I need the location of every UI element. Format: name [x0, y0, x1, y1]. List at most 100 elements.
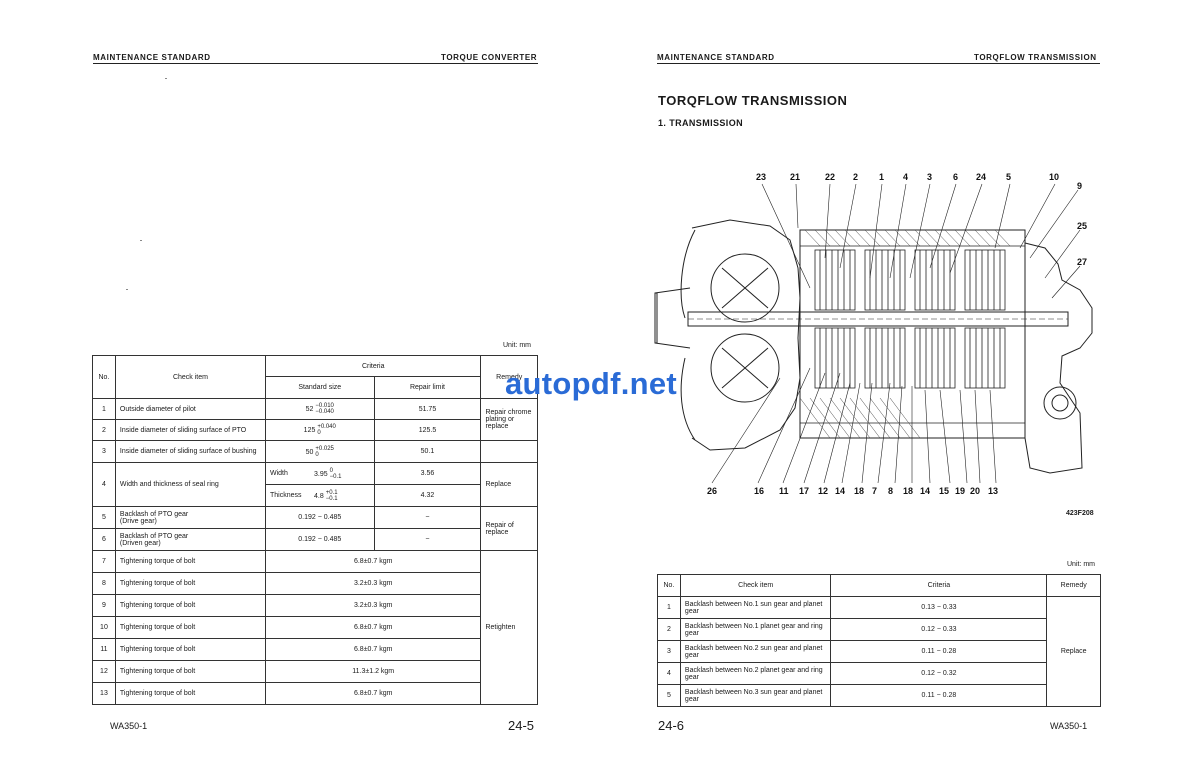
row-item: Backlash between No.1 planet gear and ri… — [679, 618, 832, 641]
callout-bottom: 26 — [707, 486, 717, 496]
row-no: 4 — [657, 662, 681, 685]
table-row: 7 Tightening torque of bolt 6.8±0.7 kgm … — [92, 550, 538, 705]
row-repair-limit: 50.1 — [373, 440, 482, 463]
section-title: 1. TRANSMISSION — [658, 118, 744, 128]
tolerance: 0−0.1 — [330, 468, 342, 480]
row-repair-limit: 51.75 — [373, 398, 482, 420]
table-row: 1 Outside diameter of pilot 52 −0.010−0.… — [92, 398, 538, 441]
row-no: 3 — [92, 440, 116, 463]
right-footer-page-number: 24-6 — [658, 718, 685, 733]
callout-bottom: 17 — [799, 486, 809, 496]
row-value: 3.2±0.3 kgm — [264, 594, 482, 617]
remedy-rows-7-13: Retighten — [480, 550, 538, 705]
callout-right: 25 — [1077, 221, 1087, 231]
callout-bottom: 12 — [818, 486, 828, 496]
callout-bottom: 19 — [955, 486, 965, 496]
row-value: 6.8±0.7 kgm — [264, 682, 482, 705]
row-item: Outside diameter of pilot — [114, 398, 267, 420]
tol-upper: +0.040 — [317, 424, 336, 430]
row-criteria: 0.12 − 0.32 — [830, 662, 1048, 685]
left-header-chapter: TORQUE CONVERTER — [441, 53, 538, 62]
callout-top: 1 — [879, 172, 884, 182]
tolerance: −0.010−0.040 — [315, 403, 334, 415]
row-repair-limit: 3.56 — [373, 462, 482, 485]
tol-lower: 0 — [317, 430, 321, 436]
row-no: 3 — [657, 640, 681, 663]
tolerance: +0.1−0.1 — [326, 490, 338, 502]
callout-bottom: 14 — [920, 486, 930, 496]
table-row: 1 Backlash between No.1 sun gear and pla… — [657, 596, 1101, 707]
callout-bottom: 18 — [903, 486, 913, 496]
row-item: Backlash of PTO gear(Driven gear) — [114, 528, 267, 551]
col-no: No. — [657, 574, 681, 597]
remedy-all-rows: Replace — [1046, 596, 1101, 707]
callout-bottom: 14 — [835, 486, 845, 496]
row-criteria: 0.13 − 0.33 — [830, 596, 1048, 619]
row-value: 6.8±0.7 kgm — [264, 638, 482, 661]
transmission-cross-section-drawing: 23 21 22 2 1 4 3 6 24 5 10 9 25 27 26 16… — [654, 172, 1093, 496]
row-no: 11 — [92, 638, 116, 661]
callout-top: 2 — [853, 172, 858, 182]
col-check-item: Check item — [114, 355, 267, 399]
item-main: Backlash of PTO gear — [119, 532, 189, 540]
col-no: No. — [92, 355, 116, 399]
row-standard-size: 52 −0.010−0.040 — [265, 398, 375, 420]
col-standard-size: Standard size — [265, 376, 375, 399]
row-item: Width and thickness of seal ring — [114, 462, 267, 507]
row-item: Backlash between No.3 sun gear and plane… — [679, 684, 832, 707]
row-item: Tightening torque of bolt — [114, 572, 267, 595]
callout-bottom: 18 — [854, 486, 864, 496]
row-item: Backlash between No.2 sun gear and plane… — [679, 640, 832, 663]
scan-speck — [165, 78, 167, 79]
table-row: 11 Tightening torque of bolt 6.8±0.7 kgm — [92, 638, 538, 661]
row-item: Tightening torque of bolt — [114, 550, 267, 573]
callout-bottom: 15 — [939, 486, 949, 496]
table-row: 8 Tightening torque of bolt 3.2±0.3 kgm — [92, 572, 538, 595]
row-repair-limit: 125.5 — [373, 419, 482, 441]
row-repair-limit: − — [373, 528, 482, 551]
watermark-link[interactable]: autopdf.net — [505, 366, 678, 401]
figure-reference: 423F208 — [1066, 510, 1094, 517]
std-base: 3.95 — [314, 470, 328, 478]
table-row: 3 Inside diameter of sliding surface of … — [92, 440, 538, 463]
col-remedy: Remedy — [480, 355, 538, 399]
table-row: 3 Backlash between No.2 sun gear and pla… — [657, 640, 1101, 663]
row-value: 11.3±1.2 kgm — [264, 660, 482, 683]
sub-label-thickness: Thickness — [270, 492, 302, 500]
row-no: 7 — [92, 550, 116, 573]
row-item: Backlash between No.2 planet gear and ri… — [679, 662, 832, 685]
table-row: 13 Tightening torque of bolt 6.8±0.7 kgm — [92, 682, 538, 705]
table-row: 4 Backlash between No.2 planet gear and … — [657, 662, 1101, 685]
row-no: 12 — [92, 660, 116, 683]
item-sub: (Drive gear) — [119, 517, 157, 525]
row-no: 13 — [92, 682, 116, 705]
table-row: 2 Inside diameter of sliding surface of … — [92, 419, 538, 441]
row-item: Tightening torque of bolt — [114, 594, 267, 617]
left-header-section: MAINTENANCE STANDARD — [93, 53, 211, 62]
row-value: 6.8±0.7 kgm — [264, 616, 482, 639]
tol-upper: +0.1 — [325, 489, 338, 496]
row-standard-size: Thickness 4.8 +0.1−0.1 — [265, 484, 375, 507]
row-item: Inside diameter of sliding surface of bu… — [114, 440, 267, 463]
remedy-rows-5-6: Repair of replace — [480, 506, 538, 551]
row-no: 10 — [92, 616, 116, 639]
transmission-spec-table: No. Check item Criteria Remedy 1 Backlas… — [657, 574, 1101, 707]
row-no: 4 — [92, 462, 116, 507]
std-base: 4.8 — [314, 492, 324, 500]
table-row: 6 Backlash of PTO gear(Driven gear) 0.19… — [92, 528, 538, 551]
left-header-rule — [93, 63, 538, 64]
sub-label-width: Width — [270, 470, 288, 478]
col-criteria: Criteria — [830, 574, 1048, 597]
callout-bottom: 7 — [872, 486, 877, 496]
callout-numbers: 23 21 22 2 1 4 3 6 24 5 10 9 25 27 26 16… — [707, 172, 1087, 496]
row-item: Tightening torque of bolt — [114, 682, 267, 705]
left-page: MAINTENANCE STANDARD TORQUE CONVERTER Un… — [92, 53, 538, 733]
row-no: 8 — [92, 572, 116, 595]
row-no: 5 — [657, 684, 681, 707]
tol-lower: −0.1 — [325, 495, 338, 502]
table-row: 12 Tightening torque of bolt 11.3±1.2 kg… — [92, 660, 538, 683]
table-row: 2 Backlash between No.1 planet gear and … — [657, 618, 1101, 641]
